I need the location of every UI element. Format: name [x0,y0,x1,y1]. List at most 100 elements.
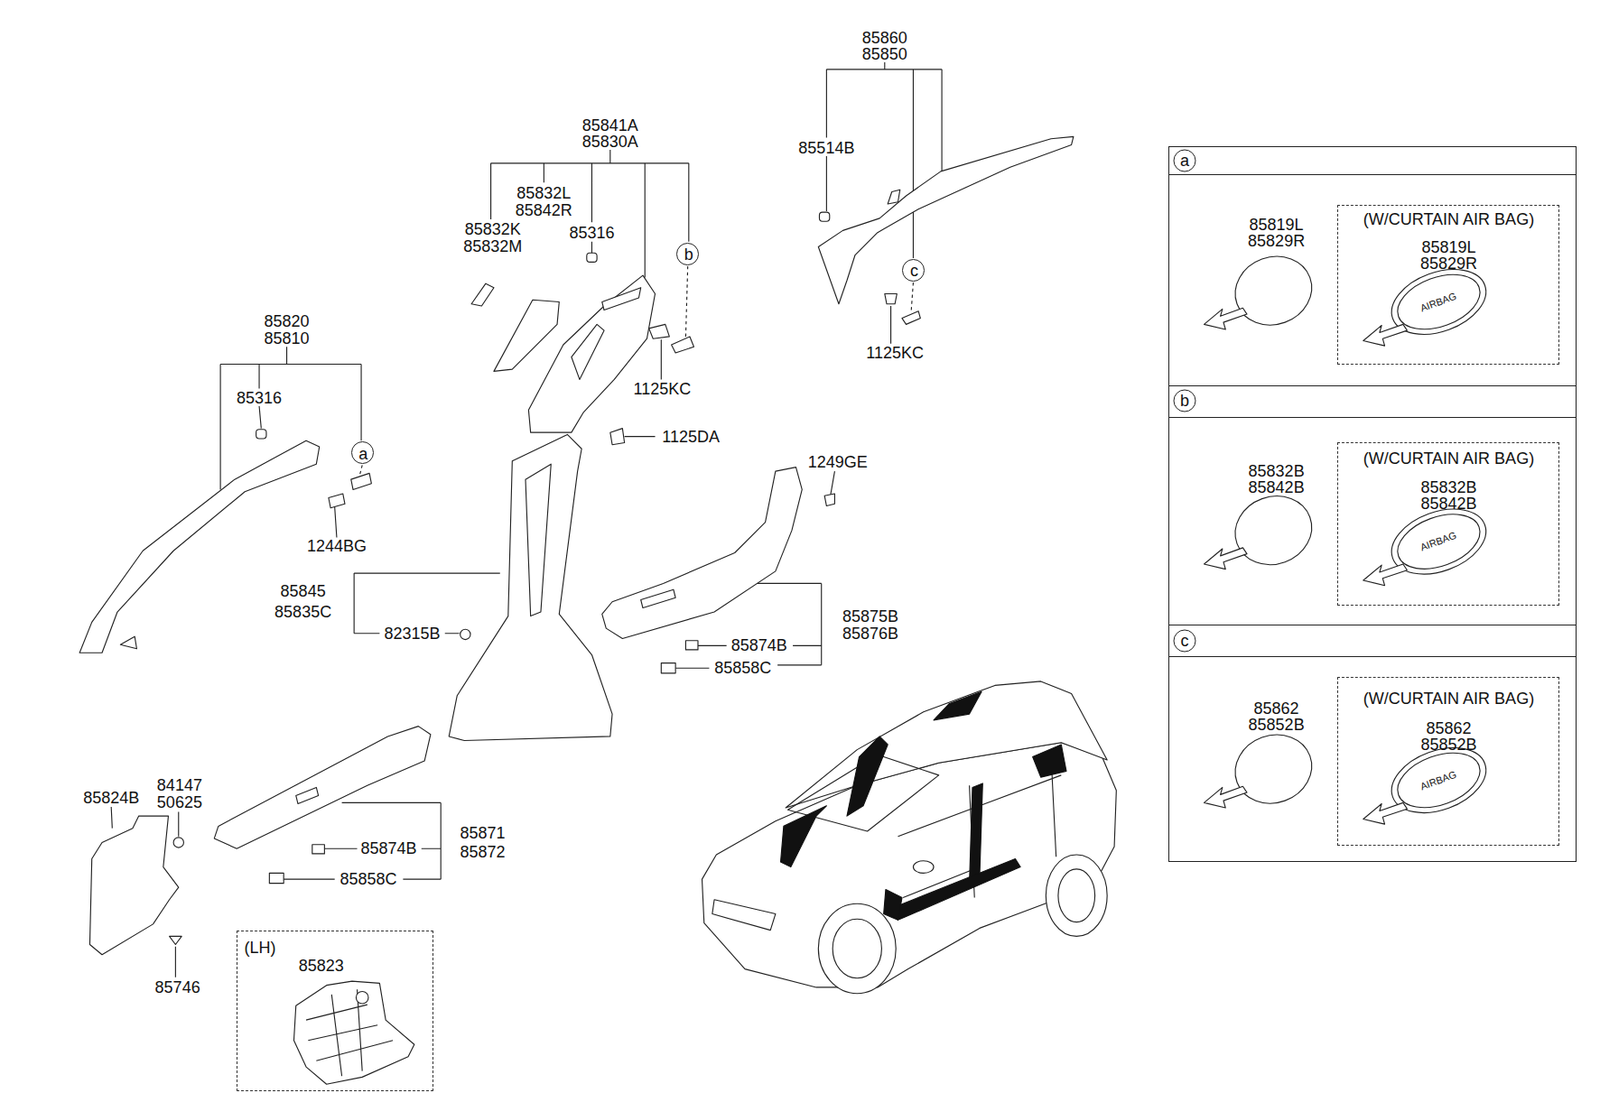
section-panel: a 85819L 85829R(W/CURTAIN AIR BAG)85819L … [1168,146,1577,387]
a-pillar-trim [328,493,345,509]
note-text: (W/CURTAIN AIR BAG) [1363,450,1535,467]
front-sill-trim [296,787,319,804]
label-anchor: 85845 [279,583,328,600]
part-number: 85862 85852B [1248,700,1305,734]
lh-box: (LH)85823 [236,930,434,1093]
label-anchor: 50625 [155,794,205,811]
label-anchor: AIRBAG [1419,290,1459,314]
car-illustration [887,859,1021,921]
lh-foot-trim [293,981,414,1085]
callout-circle: c [902,259,925,282]
b-pillar-upper-trim [649,324,670,339]
rear-sill-trim [660,663,676,674]
label-anchor: 85316 [567,224,616,242]
note-text: 85823 [298,958,345,975]
label-anchor: 85832M [461,238,524,255]
leader-line [353,573,501,634]
part-number: 1125DA [660,428,722,446]
part-number: 84147 [155,777,205,794]
header-rule [1169,417,1576,419]
c-pillar-trim [818,212,829,222]
text-anchor: 85862 85852B [1248,700,1305,734]
part-number: 85514B [796,139,856,157]
label-anchor: 85876B [840,625,901,642]
part-number: 85872 [458,844,508,861]
part-number: 85830A [580,133,641,150]
front-sill-trim [312,845,326,855]
label-anchor: 85871 [458,825,508,842]
label-anchor: 85746 [153,979,203,996]
variant-box: (W/CURTAIN AIR BAG)85819L 85829R [1337,204,1559,365]
front-sill-trim [213,726,431,850]
part-number: 85832M [461,238,524,255]
text-anchor: a [1172,149,1196,173]
label-anchor: 85316 [234,390,284,407]
part-number: 85875B [840,608,901,625]
lh-foot-trim [306,989,393,1077]
kick-panel [173,837,184,848]
variant-box: (W/CURTAIN AIR BAG) 85832B 85842B [1337,442,1559,606]
leader-line [359,266,914,478]
text-anchor: 85832B 85842B [1420,479,1477,512]
label-anchor: 85835C [272,604,334,621]
a-pillar-trim [351,473,373,490]
part-number: 85842R [513,202,575,219]
car-illustration [846,736,888,817]
part-number: 85862 85852B [1420,720,1477,754]
part-number: 85841A [580,117,641,134]
callout-letter: b [684,246,694,263]
a-pillar-trim [120,636,137,650]
note-text: (W/CURTAIN AIR BAG) [1363,690,1535,707]
text-anchor: (W/CURTAIN AIR BAG) [1363,450,1535,467]
part-number: 85820 [262,313,312,330]
part-number: 85824B [81,790,141,807]
part-number: 85746 [153,979,203,996]
callout-letter: a [358,446,368,463]
part-number: 1125KC [864,344,926,362]
car-illustration [781,691,1067,921]
text-anchor: c [1172,629,1196,652]
front-sill-trim [269,873,284,884]
variant-box: (W/CURTAIN AIR BAG) 85862 85852B [1337,677,1559,846]
car-illustration [933,691,982,721]
label-anchor: 1125DA [660,428,722,446]
cap-sketch [1204,307,1247,330]
b-pillar-upper-trim [493,299,559,372]
airbag-text: AIRBAG [1419,530,1459,554]
car-illustration [969,783,984,884]
callout-letter: a [1172,149,1196,173]
a-pillar-trim [256,429,267,439]
callout-circle: a [351,441,374,465]
b-pillar-lower-trim [448,434,613,741]
label-anchor: 85850 [860,46,910,63]
part-number: 85832L [514,185,573,202]
car-illustration [883,889,903,921]
car-illustration [832,919,882,979]
text-anchor: b [1172,389,1196,412]
car-illustration [818,903,896,994]
part-number: 85819L 85829R [1420,239,1478,272]
c-pillar-trim [887,189,901,205]
label-anchor: 85875B [840,608,901,625]
part-number: 85810 [262,330,312,347]
text-anchor: 85862 85852B [1420,720,1477,754]
part-number: 85858C [712,660,773,677]
rear-sill-trim [685,641,698,651]
lh-foot-trim [355,991,369,1005]
kick-panel [89,816,178,956]
part-number: 85835C [272,604,334,621]
c-pillar-trim [818,136,1074,304]
label-anchor: AIRBAG [1419,769,1459,792]
part-number: 85316 [567,224,616,242]
part-number: 1244BG [305,538,369,555]
lh-foot-trim [293,981,414,1085]
label-anchor: 85841A [580,117,641,134]
label-anchor: 1249GE [806,454,870,471]
label-anchor: 85860 [860,29,910,47]
rear-sill-trim [824,493,835,507]
b-pillar-upper-trim [671,336,695,354]
part-number: 85316 [234,390,284,407]
